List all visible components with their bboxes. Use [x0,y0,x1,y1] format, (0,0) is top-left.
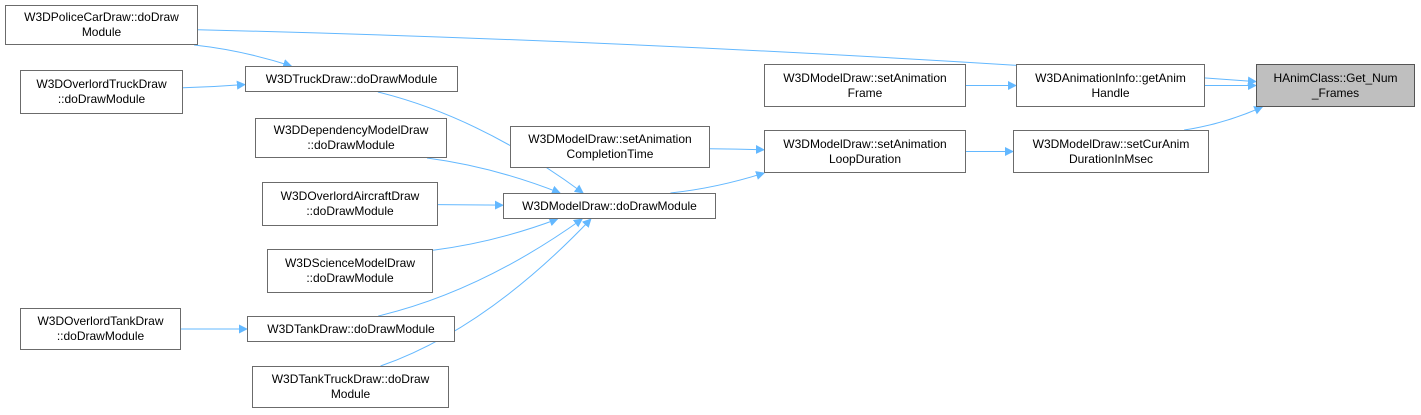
node-w3d-science-model-draw-do-draw-module[interactable]: W3DScienceModelDraw ::doDrawModule [267,249,433,293]
node-label-line2: Module [330,387,371,401]
node-label-line1: W3DModelDraw::setAnimation [528,132,692,146]
node-label-line2: CompletionTime [566,147,654,161]
node-label-line2: LoopDuration [828,151,902,166]
node-label-line2: _Frames [1311,85,1360,100]
node-w3d-dependency-model-draw-do-draw-module[interactable]: W3DDependencyModelDraw ::doDrawModule [255,118,447,158]
node-w3d-model-draw-set-animation-loop-duration[interactable]: W3DModelDraw::setAnimation LoopDuration [764,130,966,173]
node-w3d-overlord-aircraft-draw-do-draw-module[interactable]: W3DOverlordAircraftDraw ::doDrawModule [262,182,438,226]
node-h-anim-class-get-num-frames[interactable]: HAnimClass::Get_Num _Frames [1256,64,1415,107]
node-label-line2: ::doDrawModule [56,329,145,343]
node-w3d-model-draw-do-draw-module[interactable]: W3DModelDraw::doDrawModule [503,193,716,219]
edge-tank-to-model-draw-module [378,218,583,317]
node-w3d-model-draw-set-animation-frame[interactable]: W3DModelDraw::setAnimation Frame [764,64,966,107]
edge-set-cur-anim-to-get-num-frames [1184,106,1264,131]
node-w3d-overlord-tank-draw-do-draw-module[interactable]: W3DOverlordTankDraw ::doDrawModule [20,308,181,350]
node-label-line1: W3DScienceModelDraw [284,256,416,270]
node-label-line2: ::doDrawModule [307,138,395,152]
node-w3d-truck-draw-do-draw-module[interactable]: W3DTruckDraw::doDrawModule [245,66,458,92]
edge-police-car-to-truck [194,44,293,68]
node-label-line2: Module [81,25,122,39]
node-w3d-police-car-draw-do-draw-module[interactable]: W3DPoliceCarDraw::doDraw Module [5,5,198,45]
node-label-line2: DurationInMsec [1068,151,1154,166]
node-label-line1: W3DTankTruckDraw::doDraw [271,372,430,386]
edge-truck-to-model-draw-module [377,91,584,194]
node-label-line1: W3DModelDraw::setAnimation [783,70,947,85]
node-w3d-tank-draw-do-draw-module[interactable]: W3DTankDraw::doDrawModule [247,316,455,342]
edge-overlord-aircraft-to-model-draw-module [437,200,504,210]
node-label-line1: W3DTruckDraw::doDrawModule [265,71,438,86]
node-label-line2: ::doDrawModule [306,204,394,218]
node-label-line1: W3DOverlordTankDraw [37,314,164,328]
node-w3d-animation-info-get-anim-handle[interactable]: W3DAnimationInfo::getAnim Handle [1016,64,1205,107]
node-w3d-tank-truck-draw-do-draw-module[interactable]: W3DTankTruckDraw::doDraw Module [252,366,449,408]
node-label-line1: W3DTankDraw::doDrawModule [267,321,435,336]
node-label-line1: W3DAnimationInfo::getAnim [1035,70,1186,85]
node-label-line2: Handle [1091,85,1130,100]
node-w3d-model-draw-set-cur-anim-duration-in-msec[interactable]: W3DModelDraw::setCurAnim DurationInMsec [1013,130,1209,173]
node-w3d-model-draw-set-animation-completion-time[interactable]: W3DModelDraw::setAnimation CompletionTim… [510,126,710,168]
node-label-line1: W3DModelDraw::setAnimation [783,136,947,151]
node-label-line1: W3DDependencyModelDraw [273,123,429,137]
node-w3d-overlord-truck-draw-do-draw-module[interactable]: W3DOverlordTruckDraw ::doDrawModule [20,70,183,114]
node-label-line2: ::doDrawModule [306,271,394,285]
edge-set-anim-completion-to-set-anim-loop [709,145,765,155]
node-label-line1: HAnimClass::Get_Num [1273,70,1398,85]
node-label-line1: W3DOverlordAircraftDraw [280,189,420,203]
edge-dependency-model-to-model-draw-module [426,157,561,195]
node-label-line1: W3DPoliceCarDraw::doDraw [24,10,179,24]
node-label-line1: W3DModelDraw::doDrawModule [522,198,697,213]
node-label-line1: W3DModelDraw::setCurAnim [1032,136,1190,151]
node-label-line2: Frame [847,85,883,100]
node-label-line2: ::doDrawModule [57,92,146,106]
edge-science-model-to-model-draw-module [432,217,559,251]
edge-model-draw-module-to-set-anim-loop [670,171,766,194]
node-label-line1: W3DOverlordTruckDraw [36,77,167,91]
edge-tank-truck-to-model-draw-module [380,218,592,367]
edge-overlord-truck-to-truck [182,80,246,90]
